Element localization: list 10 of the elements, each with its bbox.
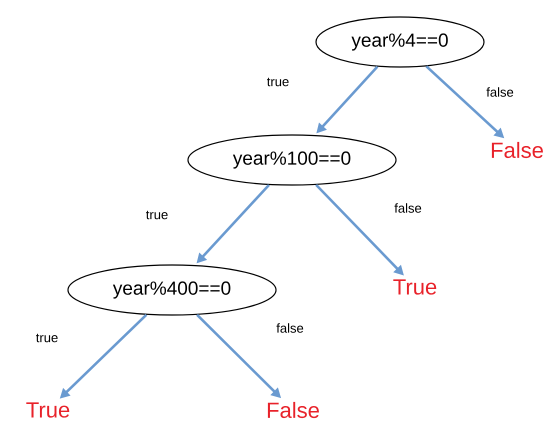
result-label: True	[26, 402, 70, 418]
edge-label: true	[267, 78, 289, 86]
edge-label: false	[276, 323, 304, 333]
result-label: False	[492, 142, 543, 158]
result-label: True	[393, 279, 436, 295]
edge-label: false	[486, 87, 514, 97]
edge-label: true	[36, 334, 58, 342]
edge-label: true	[146, 210, 168, 220]
result-label: False	[268, 402, 319, 418]
edge-label: false	[394, 203, 422, 213]
